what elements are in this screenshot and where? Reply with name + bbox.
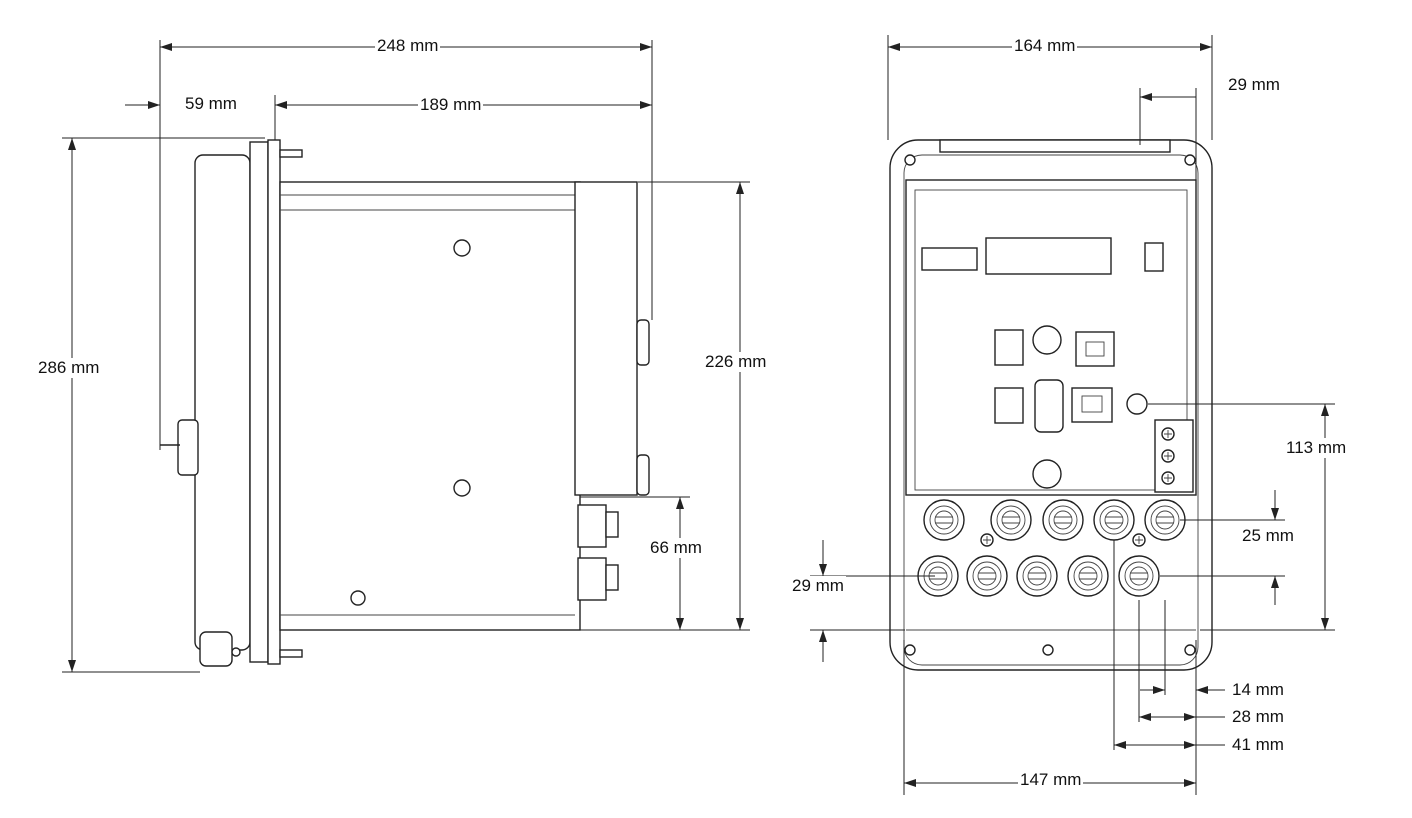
dim-overall-height: 286 mm [36, 358, 102, 378]
dim-offset-14: 14 mm [1230, 680, 1286, 700]
dim-rear-width: 164 mm [1012, 36, 1078, 56]
rear-module [574, 181, 638, 496]
knob [199, 631, 233, 667]
dim-gland-pitch: 25 mm [1240, 526, 1296, 546]
dim-inner-width: 147 mm [1018, 770, 1084, 790]
side-view [160, 139, 650, 667]
dim-terminal-height: 113 mm [1284, 438, 1349, 458]
dim-overall-width: 248 mm [375, 36, 441, 56]
dim-rear-depth: 189 mm [418, 95, 484, 115]
dim-body-height: 226 mm [703, 352, 769, 372]
dim-top-offset: 29 mm [1226, 75, 1282, 95]
dim-lower-height: 66 mm [648, 538, 704, 558]
dim-front-depth: 59 mm [183, 94, 239, 114]
rear-view [889, 139, 1213, 671]
dim-offset-41: 41 mm [1230, 735, 1286, 755]
terminal-block [985, 237, 1112, 275]
dim-offset-28: 28 mm [1230, 707, 1286, 727]
front-bezel [194, 154, 251, 651]
main-housing [279, 181, 581, 631]
dim-gland-row-offset: 29 mm [790, 576, 846, 596]
front-flange [249, 141, 269, 663]
